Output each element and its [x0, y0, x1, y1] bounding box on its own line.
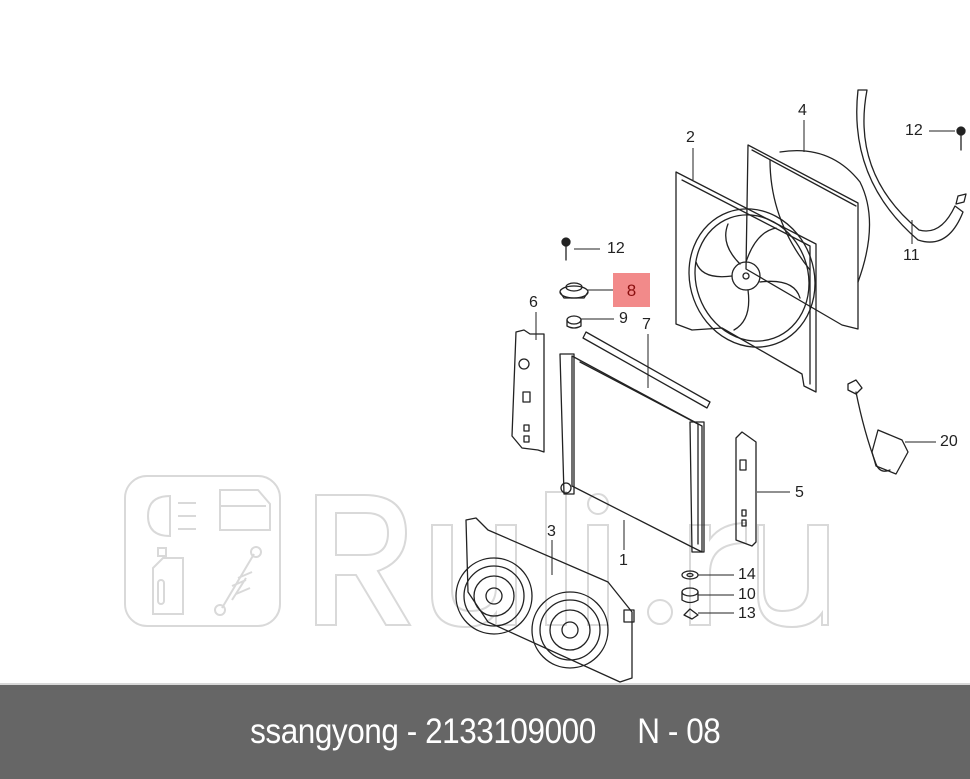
- watermark-dot: [647, 599, 673, 625]
- callout-14[interactable]: 14: [738, 566, 756, 583]
- callout-7[interactable]: 7: [642, 316, 651, 333]
- oil-canister-icon: [152, 547, 184, 615]
- callout-12-left[interactable]: 12: [607, 240, 625, 257]
- footer-position-label: N - 08: [637, 712, 721, 751]
- callout-20[interactable]: 20: [940, 433, 958, 450]
- callout-5[interactable]: 5: [795, 484, 804, 501]
- callout-13[interactable]: 13: [738, 605, 756, 622]
- headlight-icon: [146, 494, 196, 538]
- bolt-small-part[interactable]: [561, 237, 571, 261]
- callout-6[interactable]: 6: [529, 294, 538, 311]
- radiator-part[interactable]: [559, 353, 705, 553]
- footer-gap: [596, 712, 638, 751]
- callout-3[interactable]: 3: [547, 523, 556, 540]
- watermark-letter-r: [689, 521, 747, 626]
- bolt-part[interactable]: [956, 126, 966, 151]
- resistor-harness-part[interactable]: [847, 379, 909, 475]
- callout-11[interactable]: 11: [903, 247, 920, 264]
- callout-12-top[interactable]: 12: [905, 122, 923, 139]
- footer-caption: ssangyong - 2133109000 N - 08: [249, 712, 721, 752]
- watermark-letter-u2: [757, 524, 829, 629]
- callout-10[interactable]: 10: [738, 586, 756, 603]
- upper-insulator-part[interactable]: [566, 315, 582, 329]
- leader-lines: [535, 120, 955, 614]
- footer-brand: ssangyong: [249, 712, 399, 751]
- band-strap-part[interactable]: [856, 89, 967, 243]
- callout-9[interactable]: 9: [619, 310, 628, 327]
- upper-mount-part[interactable]: [559, 282, 589, 299]
- seal-strip-part[interactable]: [582, 331, 711, 409]
- parts-diagram: [124, 89, 967, 683]
- callout-1[interactable]: 1: [619, 552, 628, 569]
- callout-2[interactable]: 2: [686, 129, 695, 146]
- shock-absorber-icon: [214, 546, 262, 616]
- watermark-letter-l: [545, 491, 567, 626]
- lower-insulator-part[interactable]: [681, 587, 699, 604]
- car-door-icon: [219, 489, 271, 531]
- footer-part-number: 2133109000: [424, 712, 596, 751]
- footer-bar: ssangyong - 2133109000 N - 08: [0, 683, 970, 779]
- watermark-letter-u: [431, 524, 517, 629]
- side-bracket-left-part[interactable]: [511, 329, 545, 453]
- watermark: [124, 475, 829, 629]
- condenser-fan-part[interactable]: [455, 517, 635, 683]
- fan-shroud-part[interactable]: [670, 171, 834, 393]
- clip-part[interactable]: [683, 608, 699, 620]
- side-bracket-right-part[interactable]: [735, 431, 757, 547]
- shroud-part[interactable]: [745, 144, 871, 330]
- callout-8-highlighted[interactable]: 8: [613, 273, 650, 307]
- footer-separator: -: [398, 712, 425, 751]
- callout-4[interactable]: 4: [798, 102, 807, 119]
- watermark-letter-R: [315, 494, 412, 626]
